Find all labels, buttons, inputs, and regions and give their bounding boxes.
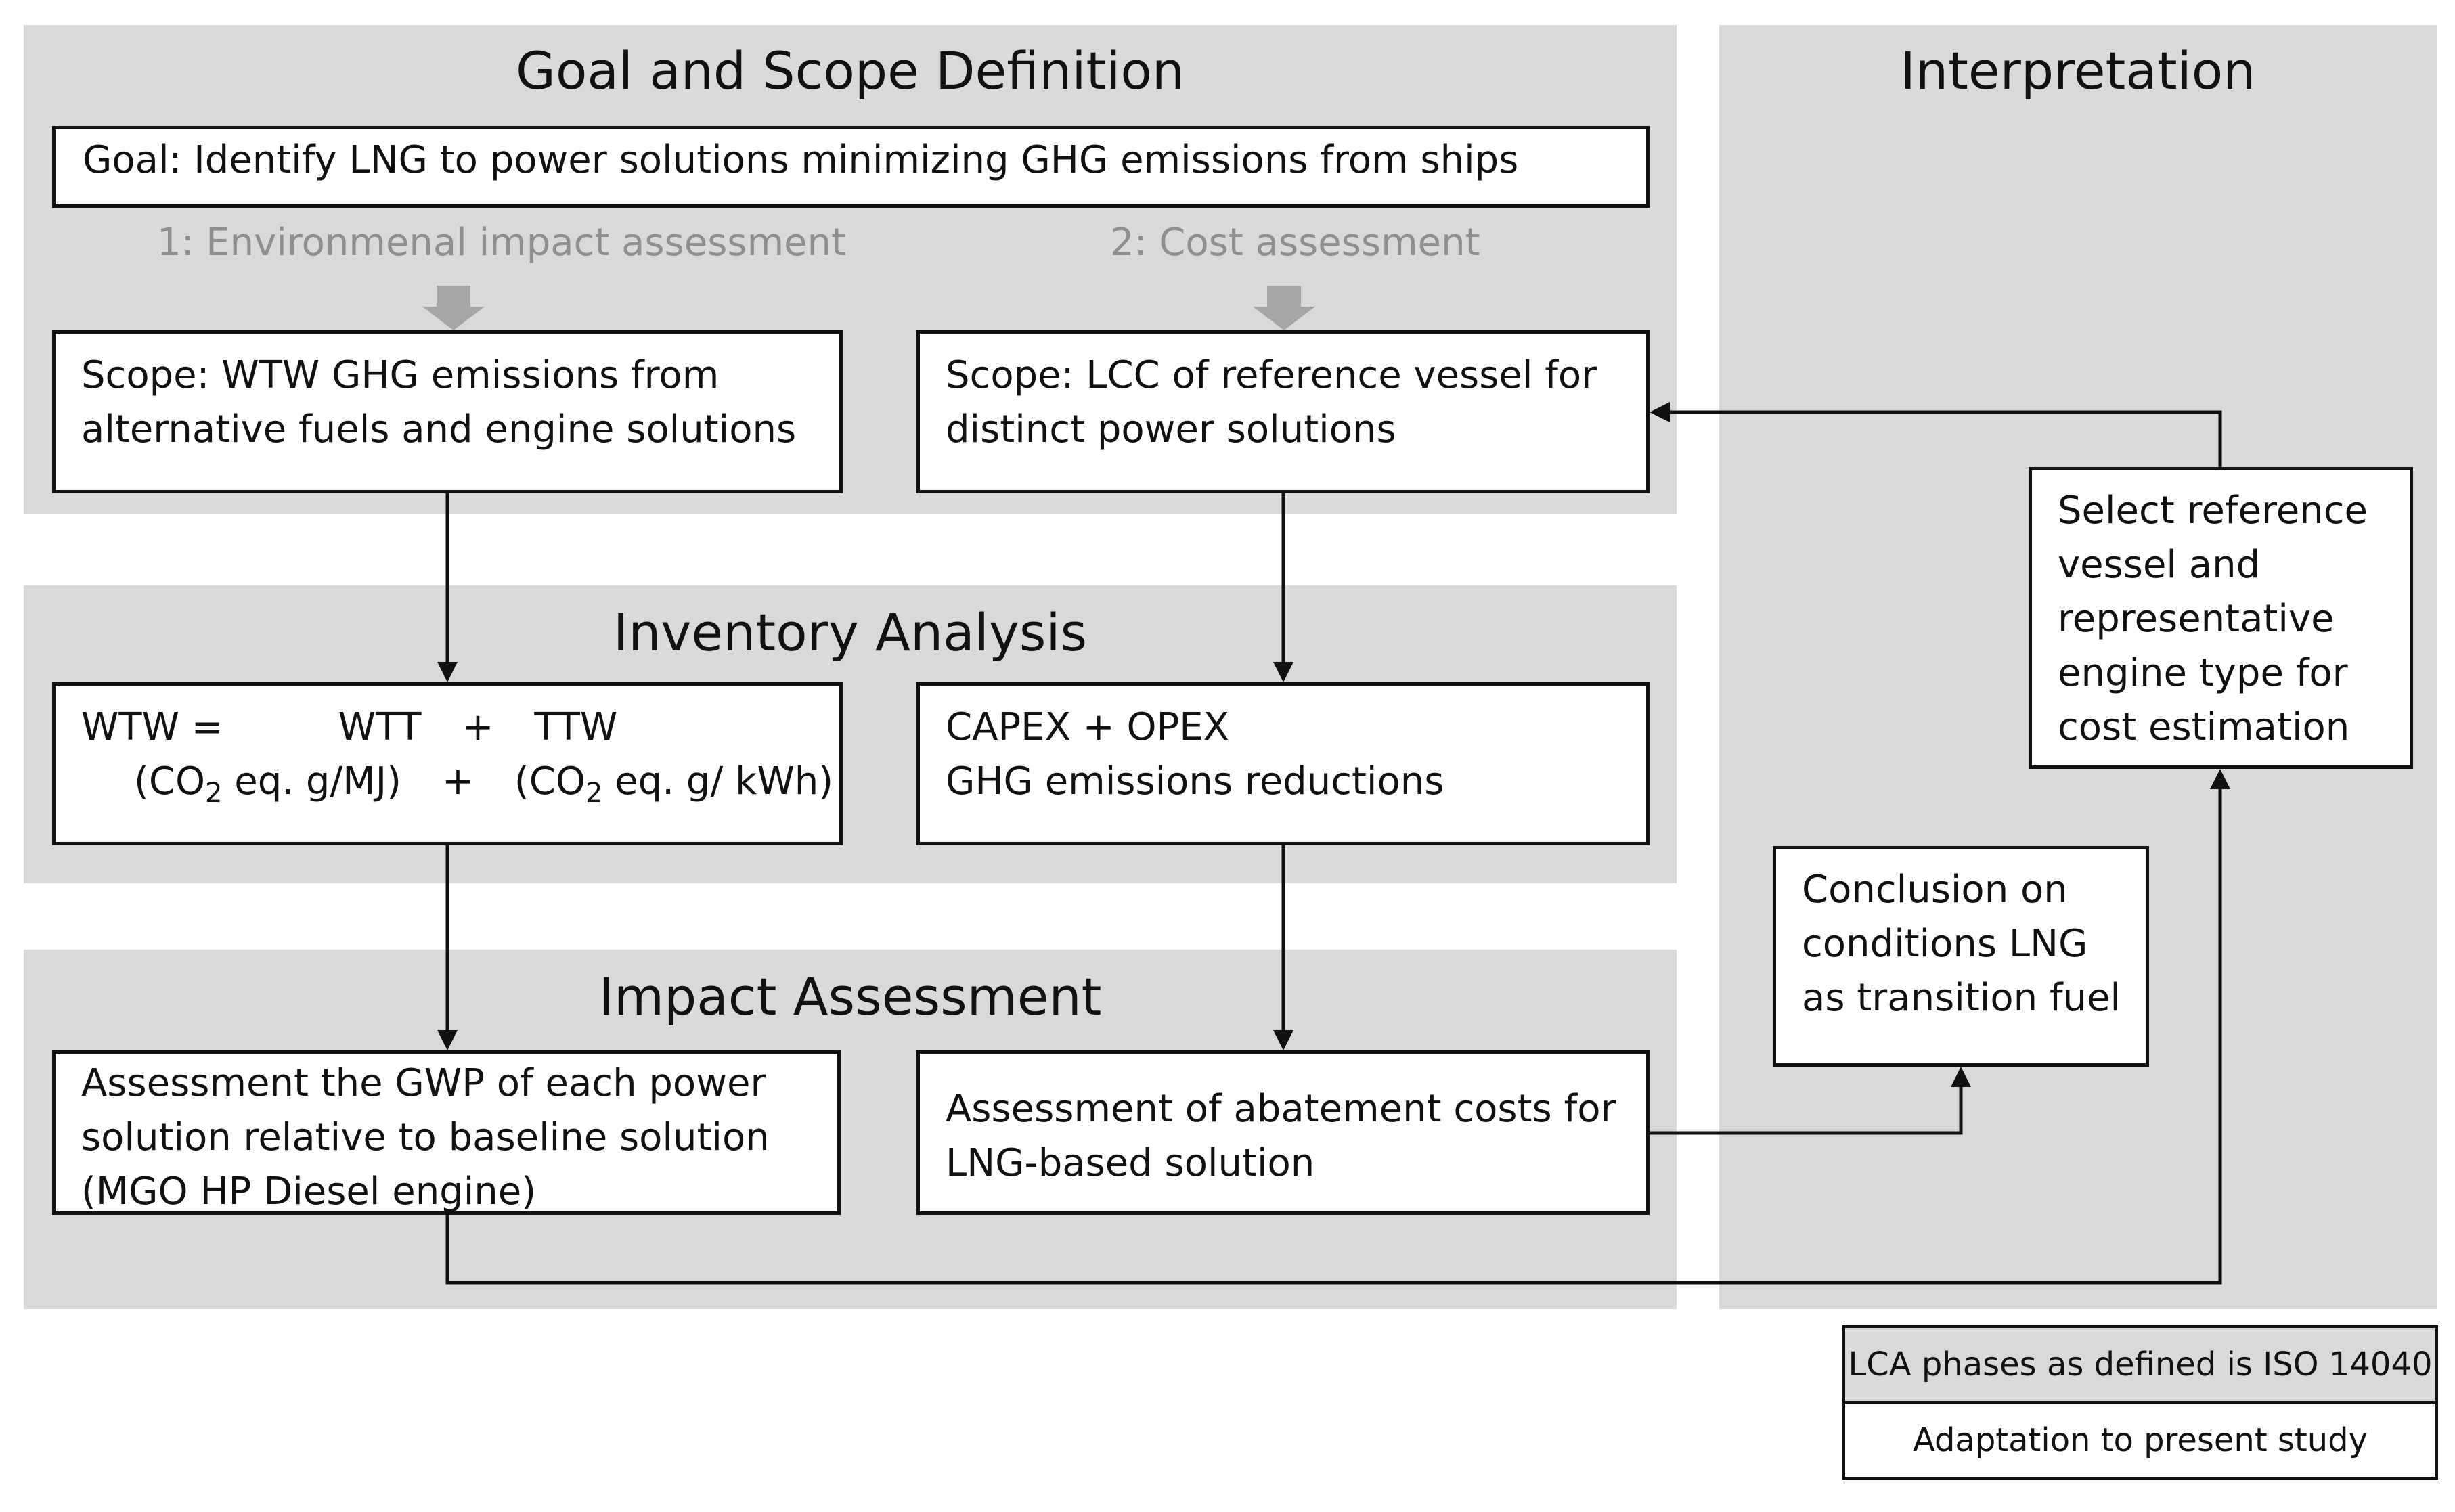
wtt-label: WTT <box>338 705 422 749</box>
impact-cost-box: Assessment of abatement costs for LNG-ba… <box>916 1050 1650 1215</box>
impact-title: Impact Assessment <box>598 966 1102 1027</box>
cost-assessment-label: 2: Cost assessment <box>1110 221 1480 265</box>
inventory-cost-to-impact-arrowhead <box>1273 1030 1293 1050</box>
impact-cost-to-conclusion-line <box>1650 1086 1963 1135</box>
select-reference-box: Select reference vessel and representati… <box>2029 467 2413 769</box>
inventory-cost-box: CAPEX + OPEX GHG emissions reductions <box>916 682 1650 845</box>
interpretation-title: Interpretation <box>1900 41 2256 101</box>
legend-adaptation: Adaptation to present study <box>1842 1401 2438 1480</box>
env-assessment-label: 1: Environmenal impact assessment <box>157 221 847 265</box>
wtw-units: (CO2 eq. g/MJ)+(CO2 eq. g/ kWh) <box>81 755 833 809</box>
ttw-label: TTW <box>534 705 618 749</box>
scope-env-line2: alternative fuels and engine solutions <box>81 407 797 451</box>
impact-cost-to-conclusion-arrowhead <box>1951 1067 1971 1087</box>
impact-cost-line2: LNG-based solution <box>946 1141 1315 1185</box>
ttw-unit-rest: eq. g/ kWh) <box>602 759 834 803</box>
wtt-unit-subscript: 2 <box>205 778 223 809</box>
impact-env-to-select-arrowhead <box>2210 769 2230 789</box>
scope-cost-line1: Scope: LCC of reference vessel for <box>946 353 1597 397</box>
impact-env-to-select-line <box>445 788 2222 1285</box>
conclusion-box: Conclusion on conditions LNG as transiti… <box>1773 846 2149 1067</box>
impact-env-line1: Assessment the GWP of each power <box>81 1061 766 1105</box>
conclusion-line3: as transition fuel <box>1802 976 2121 1020</box>
inventory-cost-line2: GHG emissions reductions <box>946 759 1444 803</box>
select-to-scope-cost-line <box>1668 410 2222 467</box>
scope-env-box: Scope: WTW GHG emissions from alternativ… <box>52 330 843 493</box>
goal-scope-title: Goal and Scope Definition <box>515 41 1185 101</box>
select-to-scope-cost-arrowhead <box>1650 402 1670 422</box>
scope-cost-line2: distinct power solutions <box>946 407 1396 451</box>
goal-box: Goal: Identify LNG to power solutions mi… <box>52 126 1650 208</box>
cost-assessment-down-arrow <box>1253 286 1315 330</box>
scope-cost-to-inventory-arrowhead <box>1273 662 1293 682</box>
units-plus: + <box>441 759 474 803</box>
inventory-title: Inventory Analysis <box>613 602 1088 663</box>
equation-plus: + <box>462 705 494 749</box>
inventory-cost-line1: CAPEX + OPEX <box>946 705 1230 749</box>
impact-env-box: Assessment the GWP of each power solutio… <box>52 1050 841 1215</box>
conclusion-line2: conditions LNG <box>1802 922 2088 966</box>
impact-env-line2: solution relative to baseline solution <box>81 1115 770 1159</box>
select-line4: engine type for <box>2058 651 2348 695</box>
goal-text: Goal: Identify LNG to power solutions mi… <box>83 138 1519 182</box>
wtw-equation: WTW = WTT + TTW <box>81 701 814 755</box>
env-assessment-down-arrow <box>422 286 485 330</box>
inventory-env-box: WTW =WTT+TTW (CO2 eq. g/MJ)+(CO2 eq. g/ … <box>52 682 843 845</box>
select-line1: Select reference <box>2058 489 2368 533</box>
conclusion-line1: Conclusion on <box>1802 868 2068 912</box>
impact-env-line3: (MGO HP Diesel engine) <box>81 1170 537 1214</box>
select-line3: representative <box>2058 597 2335 641</box>
wtt-unit-open: (CO <box>134 759 206 803</box>
legend-lca-phases: LCA phases as defined is ISO 14040 <box>1842 1325 2438 1404</box>
scope-env-line1: Scope: WTW GHG emissions from <box>81 353 720 397</box>
select-line2: vessel and <box>2058 543 2261 587</box>
wtw-label: WTW = <box>81 705 223 749</box>
ttw-unit-subscript: 2 <box>585 778 603 809</box>
scope-cost-box: Scope: LCC of reference vessel for disti… <box>916 330 1650 493</box>
scope-env-to-inventory-arrowhead <box>437 662 458 682</box>
wtt-unit-rest: eq. g/MJ) <box>222 759 401 803</box>
impact-cost-line1: Assessment of abatement costs for <box>946 1087 1616 1131</box>
select-line5: cost estimation <box>2058 705 2350 749</box>
ttw-unit-open: (CO <box>514 759 585 803</box>
inventory-env-to-impact-arrowhead <box>437 1030 458 1050</box>
